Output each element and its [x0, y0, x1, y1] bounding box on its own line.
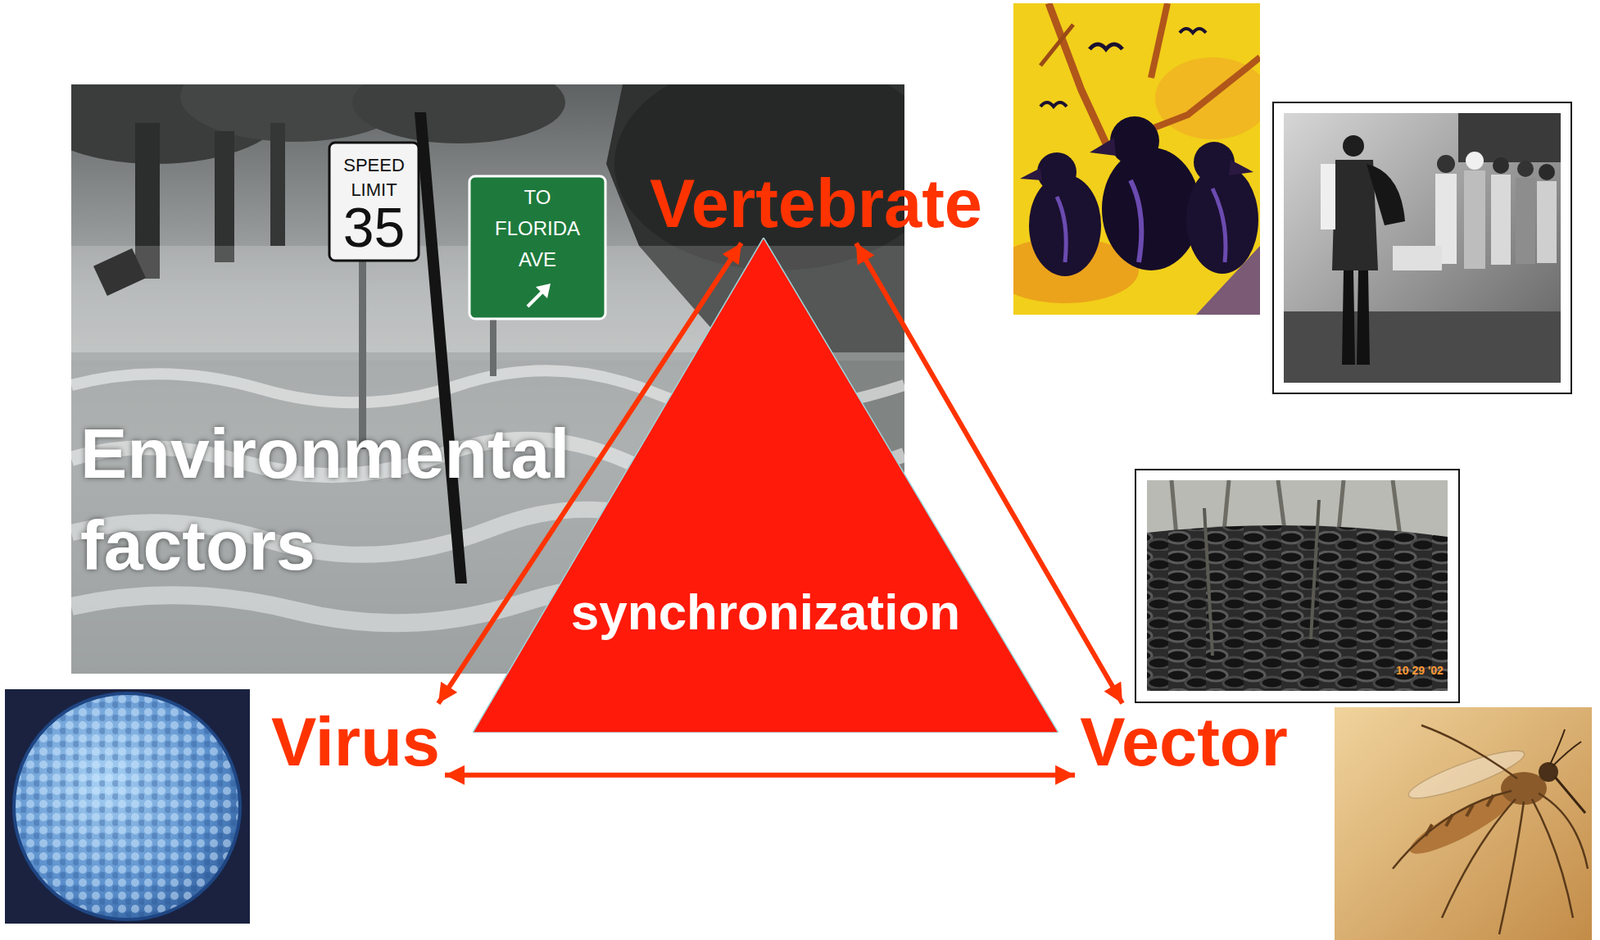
evacuees-photo [1515, 177, 1536, 264]
connector-arrow [444, 772, 1075, 778]
crow-painting [1040, 102, 1067, 107]
mosquito-photo [1538, 793, 1588, 869]
evacuees-photo [1464, 170, 1486, 269]
flood-photo [414, 112, 467, 584]
evacuees-photo [1283, 113, 1561, 383]
crow-painting [1037, 152, 1077, 192]
flood-photo [93, 248, 146, 296]
virus-particle [13, 693, 241, 920]
evacuees-photo [1273, 102, 1572, 394]
evacuees-photo [1392, 245, 1442, 271]
crow-painting [1101, 147, 1201, 271]
evacuees-photo [1492, 157, 1510, 174]
tire-dump-photo [1146, 480, 1448, 691]
evacuees-photo [1273, 102, 1572, 394]
mosquito-photo [1554, 776, 1586, 813]
evacuees-photo [1465, 151, 1484, 170]
sign-text: SPEED LIMIT [329, 153, 419, 203]
evacuees-photo [1517, 160, 1534, 177]
environment-text: Environmental factors [80, 407, 687, 591]
crow-painting [1056, 196, 1066, 263]
crow-painting [1013, 3, 1261, 315]
mosquito-photo [1421, 725, 1518, 779]
crow-painting [1134, 57, 1261, 136]
evacuees-photo [1283, 311, 1561, 383]
tire-dump-photo [1135, 469, 1460, 703]
evacuees-photo [1538, 163, 1555, 181]
sign-number: 35 [329, 199, 419, 255]
evacuees-photo [1320, 163, 1336, 230]
crow-painting [1040, 24, 1074, 66]
crow-painting [1151, 3, 1168, 78]
vertebrate-node: Vertebrate [644, 164, 988, 243]
evacuees-photo [1491, 174, 1511, 265]
evacuees-photo [1341, 270, 1356, 365]
tire-dump-photo [1204, 499, 1319, 656]
mosquito-photo [1499, 801, 1524, 934]
evacuees-photo [1536, 181, 1557, 263]
evacuees-photo [1366, 163, 1406, 226]
virus-node: Virus [266, 702, 445, 781]
synchronization-text: synchronization [571, 582, 961, 641]
flood-photo [469, 176, 606, 319]
crow-painting [1048, 3, 1106, 144]
mosquito-photo [1441, 798, 1516, 918]
virus-particle [4, 688, 250, 924]
vector-node: Vector [1074, 702, 1293, 781]
mosquito-photo [1404, 784, 1521, 863]
crow-painting [1110, 116, 1160, 166]
flood-photo [214, 131, 235, 263]
vertebrate-text: Vertebrate [649, 164, 983, 243]
flood-photo [535, 283, 551, 299]
flood-photo [489, 318, 497, 377]
crow-painting [1193, 141, 1235, 183]
mosquito-photo [1334, 707, 1592, 940]
mosquito-photo [1425, 794, 1494, 836]
flood-photo [352, 84, 566, 144]
virus-particle [13, 693, 241, 920]
vector-text: Vector [1079, 702, 1288, 781]
crow-painting [1089, 44, 1123, 50]
crow-painting [1179, 28, 1206, 33]
crow-painting [1228, 159, 1254, 176]
crow-painting [1130, 180, 1142, 263]
mosquito-photo [1334, 707, 1592, 940]
virus-particle [4, 688, 250, 924]
flood-photo [329, 142, 419, 261]
evacuees-photo [1356, 270, 1370, 365]
evacuees-photo [1342, 135, 1365, 157]
tire-dump-photo [1146, 480, 1448, 691]
evacuees-photo [1283, 113, 1561, 383]
triangle-fill [472, 237, 1059, 733]
virus-text: Virus [271, 702, 440, 781]
mosquito-photo [1500, 771, 1547, 805]
environment-label: Environmental factors [80, 407, 687, 591]
crow-painting [1089, 137, 1116, 156]
mosquito-photo [1550, 729, 1582, 767]
mosquito-photo [1392, 790, 1512, 869]
virus-particle [13, 693, 241, 920]
evacuees-photo [1436, 154, 1455, 173]
sign-text: TO FLORIDA AVE [469, 181, 606, 276]
crow-painting [1019, 167, 1043, 181]
flood-photo [270, 122, 286, 246]
tire-dump-photo [1135, 469, 1460, 703]
crow-painting [1212, 188, 1226, 263]
date-stamp: 10 29 '02 [1382, 663, 1457, 677]
crow-painting [1186, 165, 1259, 274]
